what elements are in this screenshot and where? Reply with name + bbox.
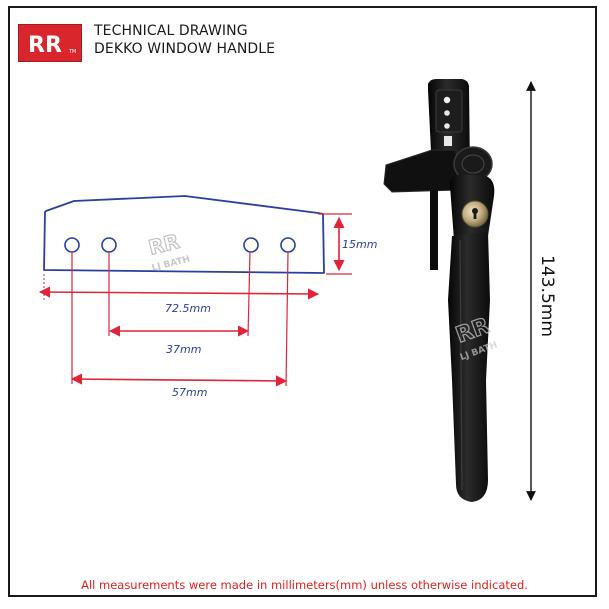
handle-photo <box>383 79 495 502</box>
watermark-letters: RR <box>146 229 182 260</box>
handle-screw-hole-3 <box>444 123 450 129</box>
brand-logo: RR TM <box>18 24 82 62</box>
height-label: 15mm <box>342 238 377 251</box>
handle-length-dimension: 143.5mm <box>526 81 557 501</box>
logo-trademark: TM <box>68 49 76 55</box>
handle-screw-hole-1 <box>443 96 451 104</box>
mounting-hole-4 <box>280 237 296 253</box>
overall-width-label: 72.5mm <box>165 302 211 315</box>
mounting-hole-2 <box>101 237 117 253</box>
logo-letters: RR <box>28 33 62 58</box>
drawing-title: TECHNICAL DRAWING DEKKO WINDOW HANDLE <box>94 22 275 58</box>
overall-width-dimension: 72.5mm <box>38 274 320 315</box>
inner-spacing-label: 37mm <box>166 343 201 356</box>
handle-lever-wing <box>383 149 459 193</box>
height-dimension: 15mm <box>318 213 377 275</box>
backplate-outline <box>43 195 325 274</box>
backplate-sketch <box>43 195 325 274</box>
title-line-1: TECHNICAL DRAWING <box>94 23 248 39</box>
handle-grip <box>448 232 490 502</box>
mounting-hole-1 <box>64 237 80 253</box>
handle-slot <box>444 136 452 146</box>
drawing-frame <box>8 6 597 597</box>
title-line-2: DEKKO WINDOW HANDLE <box>94 41 276 57</box>
handle-length-label: 143.5mm <box>537 255 557 337</box>
outer-spacing-label: 57mm <box>172 386 207 399</box>
handle-screw-hole-2 <box>444 110 450 116</box>
measurement-note: All measurements were made in millimeter… <box>81 578 528 592</box>
handle-spindle <box>430 190 438 270</box>
mounting-hole-3 <box>243 237 259 253</box>
inner-spacing-dimension: 37mm <box>108 251 251 356</box>
outer-spacing-dimension: 57mm <box>70 251 289 399</box>
watermark-plate: RR LJ BATH <box>145 228 191 273</box>
